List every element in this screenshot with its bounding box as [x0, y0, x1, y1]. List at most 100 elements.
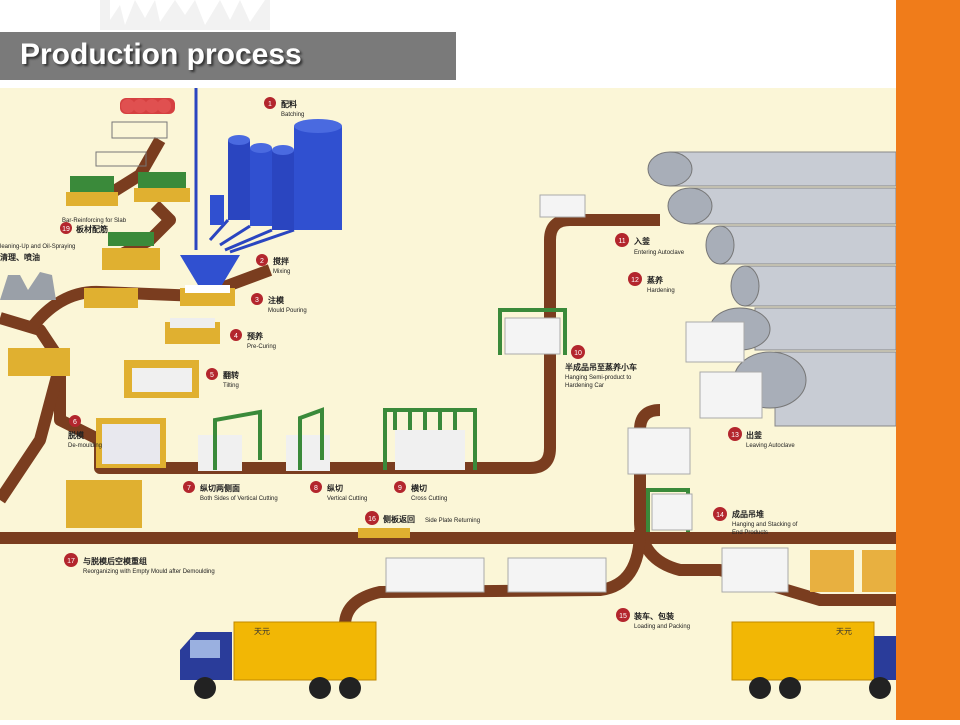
svg-text:Hanging Semi-product to: Hanging Semi-product to: [565, 375, 632, 381]
step-18: Bar-Reinforcing for Slab: [62, 218, 127, 224]
svg-text:横切: 横切: [411, 483, 427, 493]
step-17: 17 与脱模后空模重组 Reorganizing with Empty Moul…: [64, 553, 215, 575]
step-3: 3 注模 Mould Pouring: [251, 293, 307, 314]
svg-text:6: 6: [73, 419, 77, 426]
silo-1: [228, 140, 250, 220]
autoclaves: [647, 151, 897, 427]
step-16: 16 侧板返回 Side Plate Returning: [365, 511, 480, 525]
silo-3-top: [272, 145, 294, 155]
svg-text:出釜: 出釜: [746, 430, 763, 440]
truck-left: 天元: [180, 621, 377, 699]
svg-text:Tilting: Tilting: [223, 383, 239, 389]
production-process-diagram: 天元 天元 1 配料 Batching 2 搅拌 Mixing 3 注模 Mou: [0, 88, 897, 720]
step-10: 10 半成品吊至蒸养小车 Hanging Semi-product to Har…: [565, 345, 637, 389]
truck-right-brand: 天元: [836, 627, 852, 636]
cutting-machines: [198, 407, 477, 471]
step-13: 13 出釜 Leaving Autoclave: [728, 427, 795, 449]
svg-text:半成品吊至蒸养小车: 半成品吊至蒸养小车: [565, 362, 637, 372]
svg-text:leaning-Up and Oil-Spraying: leaning-Up and Oil-Spraying: [0, 244, 75, 250]
svg-text:Mould Pouring: Mould Pouring: [268, 308, 307, 314]
svg-text:与脱模后空模重组: 与脱模后空模重组: [83, 556, 147, 566]
svg-text:配料: 配料: [281, 99, 297, 109]
cleaning-station: [0, 272, 138, 308]
step-14: 14 成品吊堆 Hanging and Stacking of End Prod…: [713, 507, 798, 536]
silo-2: [250, 148, 272, 226]
accent-side-bar: [896, 0, 960, 720]
svg-text:Reorganizing with Empty Mould: Reorganizing with Empty Mould after Demo…: [83, 569, 215, 575]
svg-text:15: 15: [619, 613, 627, 620]
svg-text:脱模: 脱模: [68, 430, 85, 440]
step-7: 7 纵切两侧面 Both Sides of Vertical Cutting: [183, 481, 278, 502]
svg-text:4: 4: [234, 333, 238, 340]
step-6: 6 脱模 De-moulding: [68, 415, 102, 449]
mixer-hopper: [180, 255, 240, 285]
end-product-stacks: [358, 427, 896, 593]
reinforcing-stations: [66, 172, 190, 270]
svg-text:Entering Autoclave: Entering Autoclave: [634, 250, 685, 256]
svg-text:19: 19: [62, 226, 70, 233]
process-illustration: 天元 天元 1 配料 Batching 2 搅拌 Mixing 3 注模 Mou: [0, 88, 897, 699]
step-19: 19 板材配筋: [60, 222, 108, 234]
step-8: 8 纵切 Vertical Cutting: [310, 481, 367, 502]
svg-text:17: 17: [67, 558, 75, 565]
silo-4-top: [294, 119, 342, 133]
svg-text:Batching: Batching: [281, 112, 304, 118]
step-labels: 1 配料 Batching 2 搅拌 Mixing 3 注模 Mould Pou…: [0, 97, 798, 630]
step-11: 11 入釜 Entering Autoclave: [615, 233, 685, 256]
silo-pipes: [208, 218, 295, 254]
truck-left-brand: 天元: [254, 627, 270, 636]
svg-text:Hardening Car: Hardening Car: [565, 383, 604, 389]
svg-text:8: 8: [314, 485, 318, 492]
title-banner: Production process: [0, 32, 456, 80]
svg-text:Mixing: Mixing: [273, 269, 290, 275]
step-20: leaning-Up and Oil-Spraying 清理、喷油: [0, 244, 75, 262]
svg-text:14: 14: [716, 512, 724, 519]
svg-text:Vertical Cutting: Vertical Cutting: [327, 496, 367, 502]
step-4: 4 预养 Pre-Curing: [230, 329, 276, 350]
silo-4: [294, 126, 342, 230]
svg-text:2: 2: [260, 258, 264, 265]
svg-text:装车、包装: 装车、包装: [633, 611, 674, 621]
silo-1-top: [228, 135, 250, 145]
step-15: 15 装车、包装 Loading and Packing: [616, 608, 690, 630]
svg-text:Leaving Autoclave: Leaving Autoclave: [746, 443, 795, 449]
svg-text:1: 1: [268, 101, 272, 108]
svg-text:Hardening: Hardening: [647, 288, 675, 294]
svg-text:13: 13: [731, 432, 739, 439]
step-12: 12 蒸养 Hardening: [628, 272, 675, 294]
silo-3: [272, 150, 294, 230]
svg-text:清理、喷油: 清理、喷油: [0, 252, 40, 262]
step-1: 1 配料 Batching: [264, 97, 304, 118]
silo-2-top: [250, 143, 272, 153]
svg-text:Cross Cutting: Cross Cutting: [411, 496, 447, 502]
svg-text:De-moulding: De-moulding: [68, 443, 102, 449]
hanging-crane: [498, 194, 586, 355]
step-2: 2 搅拌 Mixing: [256, 254, 290, 275]
svg-text:12: 12: [631, 277, 639, 284]
moulds: [8, 285, 235, 528]
svg-text:9: 9: [398, 485, 402, 492]
svg-text:成品吊堆: 成品吊堆: [732, 509, 764, 519]
svg-text:11: 11: [618, 238, 625, 245]
svg-text:3: 3: [255, 297, 259, 304]
raw-material-rollers: [95, 98, 175, 167]
step-9: 9 横切 Cross Cutting: [394, 481, 447, 502]
small-hopper: [210, 195, 224, 225]
svg-text:Pre-Curing: Pre-Curing: [247, 344, 276, 350]
svg-text:10: 10: [574, 350, 582, 357]
svg-text:5: 5: [210, 372, 214, 379]
svg-text:纵切两侧面: 纵切两侧面: [200, 483, 240, 493]
step-5: 5 翻转 Tilting: [206, 368, 239, 389]
svg-text:Hanging and Stacking of: Hanging and Stacking of: [732, 522, 798, 528]
svg-text:翻转: 翻转: [223, 370, 239, 380]
svg-text:侧板返回: 侧板返回: [383, 514, 415, 524]
batching-silos: [180, 88, 342, 285]
page-title: Production process: [20, 38, 302, 71]
watermark-figures: [100, 0, 270, 30]
svg-text:7: 7: [187, 485, 191, 492]
track-right-loop: [634, 404, 896, 606]
svg-text:蒸养: 蒸养: [647, 275, 663, 285]
svg-text:入釜: 入釜: [633, 236, 651, 246]
truck-right: 天元: [731, 621, 896, 699]
svg-text:Side Plate Returning: Side Plate Returning: [425, 518, 480, 524]
